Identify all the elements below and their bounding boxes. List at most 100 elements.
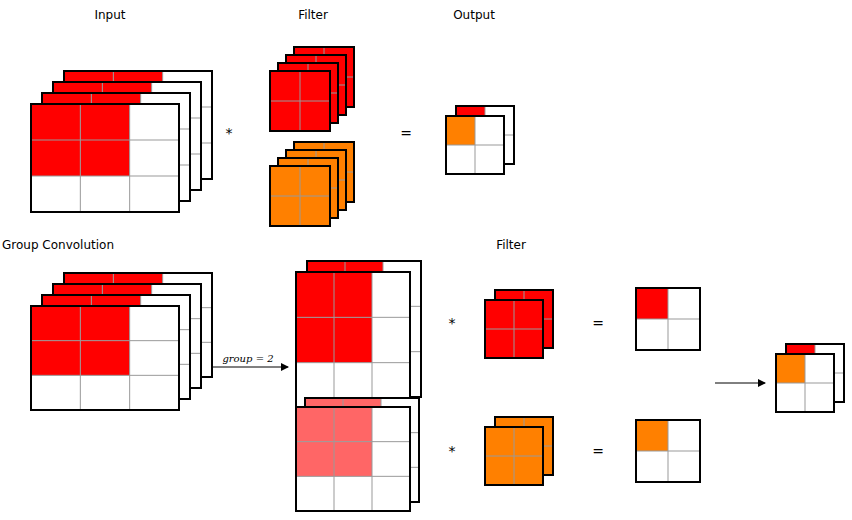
grid-border xyxy=(485,300,543,358)
grid-line xyxy=(334,272,335,408)
grid-cell xyxy=(300,166,330,196)
grid-layer xyxy=(270,166,330,226)
grid-cell xyxy=(776,354,805,383)
section-title: Output xyxy=(453,8,495,22)
grid-line xyxy=(80,104,81,212)
grid-cell xyxy=(270,71,300,101)
grid-cell xyxy=(636,420,668,451)
grid-border xyxy=(446,116,504,174)
grid-line xyxy=(31,340,179,341)
grid-line xyxy=(334,407,335,511)
grid-cell xyxy=(334,407,372,442)
grid-cell xyxy=(80,140,129,176)
grid-border xyxy=(270,166,330,226)
grid-border xyxy=(296,407,410,511)
grid-line xyxy=(636,451,700,452)
grid-cell xyxy=(80,306,129,341)
grid-cell xyxy=(270,196,300,226)
group-annotation: group = 2 xyxy=(222,352,273,366)
grid-cell xyxy=(514,329,543,358)
grid-border xyxy=(296,272,410,408)
grid-cell xyxy=(300,196,330,226)
grid-cell xyxy=(446,116,475,145)
grid-line xyxy=(80,306,81,410)
grid-border xyxy=(636,288,700,350)
grid-cell xyxy=(334,272,372,317)
grid-border xyxy=(636,420,700,482)
section-title: Input xyxy=(94,8,125,22)
grid-line xyxy=(129,306,130,410)
grid-layer xyxy=(270,71,330,131)
grid-cell xyxy=(296,317,334,362)
grid-cell xyxy=(270,101,300,131)
grid-cell xyxy=(80,341,129,376)
grid-cell xyxy=(334,442,372,477)
grid-cell xyxy=(31,104,80,140)
grid-cell xyxy=(80,104,129,140)
grid-line xyxy=(270,101,330,102)
grid-line xyxy=(372,407,373,511)
grid-layer xyxy=(31,306,179,410)
grid-cell xyxy=(514,427,543,456)
grid-line xyxy=(296,476,410,477)
grid-layer xyxy=(485,427,543,485)
grid-cell xyxy=(300,71,330,101)
grid-cell xyxy=(296,407,334,442)
grid-cell xyxy=(334,317,372,362)
grid-line xyxy=(446,145,504,146)
grid-line xyxy=(296,317,410,318)
grid-cell xyxy=(485,456,514,485)
grid-border xyxy=(776,354,834,412)
operator-symbol: * xyxy=(226,126,233,140)
section-title: Filter xyxy=(298,8,328,22)
grid-layer xyxy=(485,300,543,358)
grid-cell xyxy=(514,300,543,329)
grid-cell xyxy=(485,300,514,329)
merge-arrow xyxy=(715,383,765,384)
section-title: Group Convolution xyxy=(2,238,114,252)
grid-cell xyxy=(485,427,514,456)
grid-line xyxy=(636,319,700,320)
grid-cell xyxy=(270,166,300,196)
grid-layer xyxy=(636,288,700,350)
section-title: Filter xyxy=(496,238,526,252)
grid-cell xyxy=(636,288,668,319)
grid-cell xyxy=(31,341,80,376)
grid-layer xyxy=(636,420,700,482)
grid-cell xyxy=(31,306,80,341)
operator-symbol: * xyxy=(449,316,456,330)
grid-line xyxy=(485,329,543,330)
operator-symbol: = xyxy=(592,316,604,330)
grid-layer xyxy=(446,116,504,174)
grid-cell xyxy=(300,101,330,131)
grid-border xyxy=(485,427,543,485)
split-arrow xyxy=(212,367,288,368)
grid-border xyxy=(270,71,330,131)
grid-line xyxy=(270,196,330,197)
operator-symbol: = xyxy=(400,126,412,140)
operator-symbol: = xyxy=(592,444,604,458)
grid-cell xyxy=(296,272,334,317)
grid-line xyxy=(296,441,410,442)
grid-line xyxy=(485,456,543,457)
grid-cell xyxy=(296,442,334,477)
grid-line xyxy=(372,272,373,408)
grid-layer xyxy=(776,354,834,412)
grid-layer xyxy=(296,272,410,408)
grid-line xyxy=(31,375,179,376)
grid-cell xyxy=(31,140,80,176)
grid-cell xyxy=(485,329,514,358)
grid-layer xyxy=(31,104,179,212)
grid-cell xyxy=(514,456,543,485)
operator-symbol: * xyxy=(449,444,456,458)
grid-line xyxy=(776,383,834,384)
grid-border xyxy=(31,104,179,212)
grid-layer xyxy=(296,407,410,511)
grid-line xyxy=(31,140,179,141)
grid-line xyxy=(296,362,410,363)
grid-line xyxy=(31,176,179,177)
grid-border xyxy=(31,306,179,410)
grid-line xyxy=(129,104,130,212)
